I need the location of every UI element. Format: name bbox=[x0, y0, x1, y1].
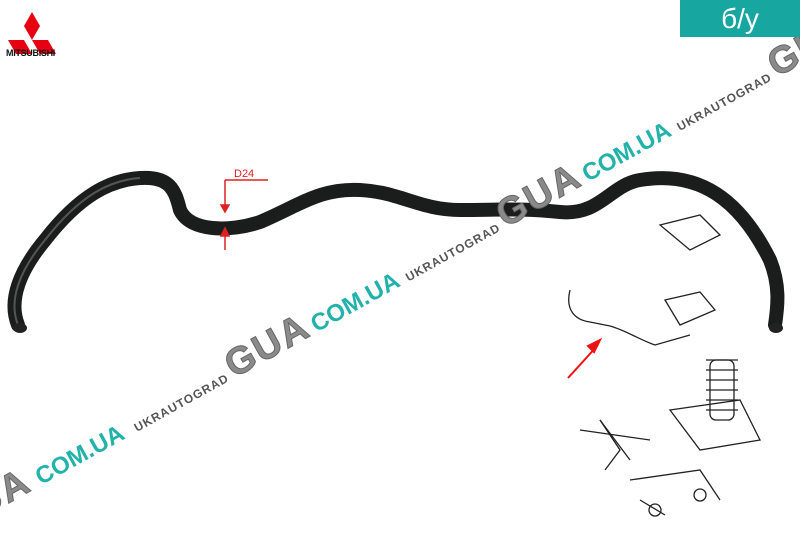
brand-name: MITSUBISHI bbox=[6, 48, 56, 58]
suspension-diagram bbox=[568, 214, 761, 517]
d24-dimension-arrows bbox=[219, 179, 268, 250]
mitsubishi-logo bbox=[8, 12, 56, 54]
dimension-label: D24 bbox=[234, 168, 255, 180]
stabilizer-bar bbox=[7, 170, 785, 332]
used-condition-badge: б/у bbox=[680, 0, 800, 37]
diagram-arrow bbox=[567, 337, 603, 379]
